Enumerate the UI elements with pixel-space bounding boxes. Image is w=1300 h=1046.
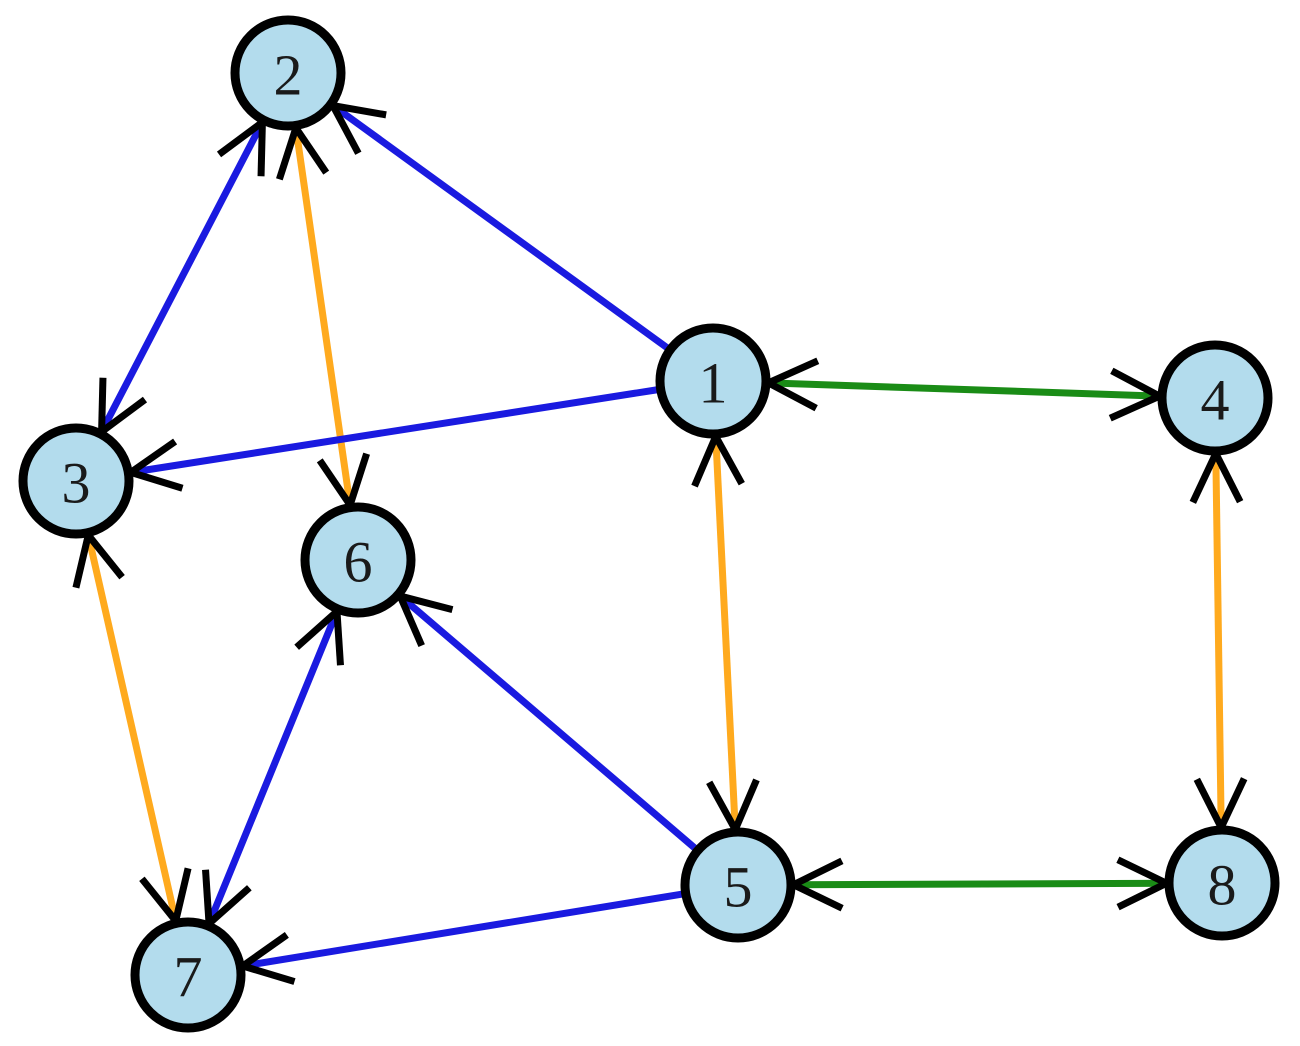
graph-edge-5-8[interactable] (793, 879, 1167, 889)
arrowhead-wing (712, 434, 745, 486)
graph-edge-3-7[interactable] (84, 534, 180, 922)
node-circle-7[interactable] (130, 917, 246, 1033)
arrowhead-into-node-6 (316, 452, 370, 508)
arrowhead-wing (216, 119, 265, 158)
node-label-7: 7 (174, 945, 203, 1010)
node-label-8: 8 (1208, 853, 1237, 918)
arrowhead-into-node-1 (691, 434, 745, 488)
arrowhead-into-node-4 (1189, 451, 1244, 504)
arrowhead-wing (240, 931, 289, 969)
arrowhead-into-node-8 (1116, 856, 1169, 911)
arrowhead-into-node-6 (294, 608, 344, 666)
arrowhead-wing (1108, 392, 1161, 422)
graph-edge-1-2[interactable] (330, 102, 671, 352)
arrowhead-wing (332, 102, 387, 119)
arrowhead-wing (1116, 880, 1169, 911)
node-label-4: 4 (1201, 368, 1230, 433)
edges-layer (84, 102, 1225, 970)
graph-edge-2-3[interactable] (98, 120, 266, 434)
graph-node-7[interactable]: 7 (130, 917, 246, 1033)
graph-node-2[interactable]: 2 (230, 15, 346, 131)
graph-edge-4-8[interactable] (1212, 453, 1225, 828)
arrowhead-wing (241, 962, 296, 985)
arrowhead-wing (1189, 452, 1219, 504)
arrowhead-wing (206, 885, 252, 927)
arrowhead-into-node-7 (139, 867, 192, 924)
arrowhead-wing (732, 778, 760, 831)
arrowhead-wing (129, 469, 184, 492)
arrowhead-wing (329, 103, 362, 155)
arrowheads-layer (72, 102, 1248, 985)
node-circle-5[interactable] (680, 827, 796, 943)
arrowhead-wing (767, 357, 820, 387)
arrowhead-wing (139, 876, 179, 924)
arrowhead-wing (294, 608, 340, 650)
arrowhead-wing (396, 594, 425, 648)
node-circle-8[interactable] (1164, 825, 1280, 941)
arrowhead-into-node-3 (98, 377, 148, 435)
node-label-6: 6 (344, 530, 373, 595)
graph-node-4[interactable]: 4 (1157, 340, 1273, 456)
graph-node-8[interactable]: 8 (1164, 825, 1280, 941)
arrowhead-into-node-2 (329, 102, 387, 155)
arrowhead-wing (399, 592, 454, 614)
arrowhead-into-node-7 (240, 931, 296, 985)
graph-edge-1-5[interactable] (712, 436, 739, 830)
arrowhead-wing (293, 125, 330, 175)
graph-edge-1-3[interactable] (130, 386, 659, 476)
graph-node-1[interactable]: 1 (655, 323, 771, 439)
arrowhead-into-node-1 (766, 357, 820, 412)
arrowhead-into-node-2 (216, 119, 266, 177)
arrowhead-wing (99, 396, 148, 435)
arrowhead-wing (1116, 856, 1169, 887)
arrowhead-wing (316, 458, 353, 508)
graph-edge-1-4[interactable] (768, 379, 1160, 400)
node-label-3: 3 (62, 451, 91, 516)
node-circle-4[interactable] (1157, 340, 1273, 456)
graph-node-5[interactable]: 5 (680, 827, 796, 943)
arrowhead-into-node-2 (276, 125, 330, 181)
arrowhead-wing (333, 611, 344, 666)
arrowhead-into-node-5 (706, 778, 760, 832)
arrowhead-into-node-4 (1108, 367, 1162, 422)
arrowhead-wing (346, 452, 370, 507)
arrowhead-wing (691, 435, 719, 488)
graph-node-6[interactable]: 6 (300, 502, 416, 618)
arrowhead-into-node-3 (128, 438, 184, 492)
arrowhead-wing (72, 534, 92, 589)
arrowhead-into-node-8 (1193, 777, 1248, 830)
graph-edge-7-6[interactable] (205, 610, 341, 925)
arrowhead-wing (706, 780, 739, 832)
node-label-2: 2 (274, 43, 303, 108)
arrowhead-wing (202, 869, 213, 924)
node-label-5: 5 (724, 855, 753, 920)
nodes-layer: 1 2 3 4 5 6 7 8 (18, 15, 1280, 1033)
arrowhead-into-node-5 (791, 857, 844, 912)
node-label-1: 1 (699, 351, 728, 416)
graph-edge-5-6[interactable] (397, 593, 699, 852)
arrowhead-wing (172, 867, 192, 922)
node-circle-1[interactable] (655, 323, 771, 439)
arrowhead-wing (276, 126, 300, 181)
graph-edge-5-7[interactable] (242, 890, 684, 970)
arrowhead-wing (791, 857, 844, 888)
node-circle-6[interactable] (300, 502, 416, 618)
arrowhead-wing (98, 377, 107, 432)
graph-node-3[interactable]: 3 (18, 423, 134, 539)
arrowhead-wing (85, 532, 125, 580)
arrowhead-into-node-6 (396, 592, 454, 648)
arrowhead-wing (128, 438, 178, 476)
node-circle-3[interactable] (18, 423, 134, 539)
arrowhead-into-node-7 (202, 869, 252, 927)
node-circle-2[interactable] (230, 15, 346, 131)
arrowhead-wing (257, 122, 266, 177)
arrowhead-wing (791, 881, 844, 912)
arrowhead-wing (1193, 777, 1225, 830)
arrowhead-wing (1110, 367, 1162, 400)
arrowhead-wing (1218, 777, 1248, 829)
arrowhead-wing (766, 379, 818, 412)
arrowhead-wing (1212, 451, 1244, 504)
arrowhead-into-node-3 (72, 532, 125, 589)
